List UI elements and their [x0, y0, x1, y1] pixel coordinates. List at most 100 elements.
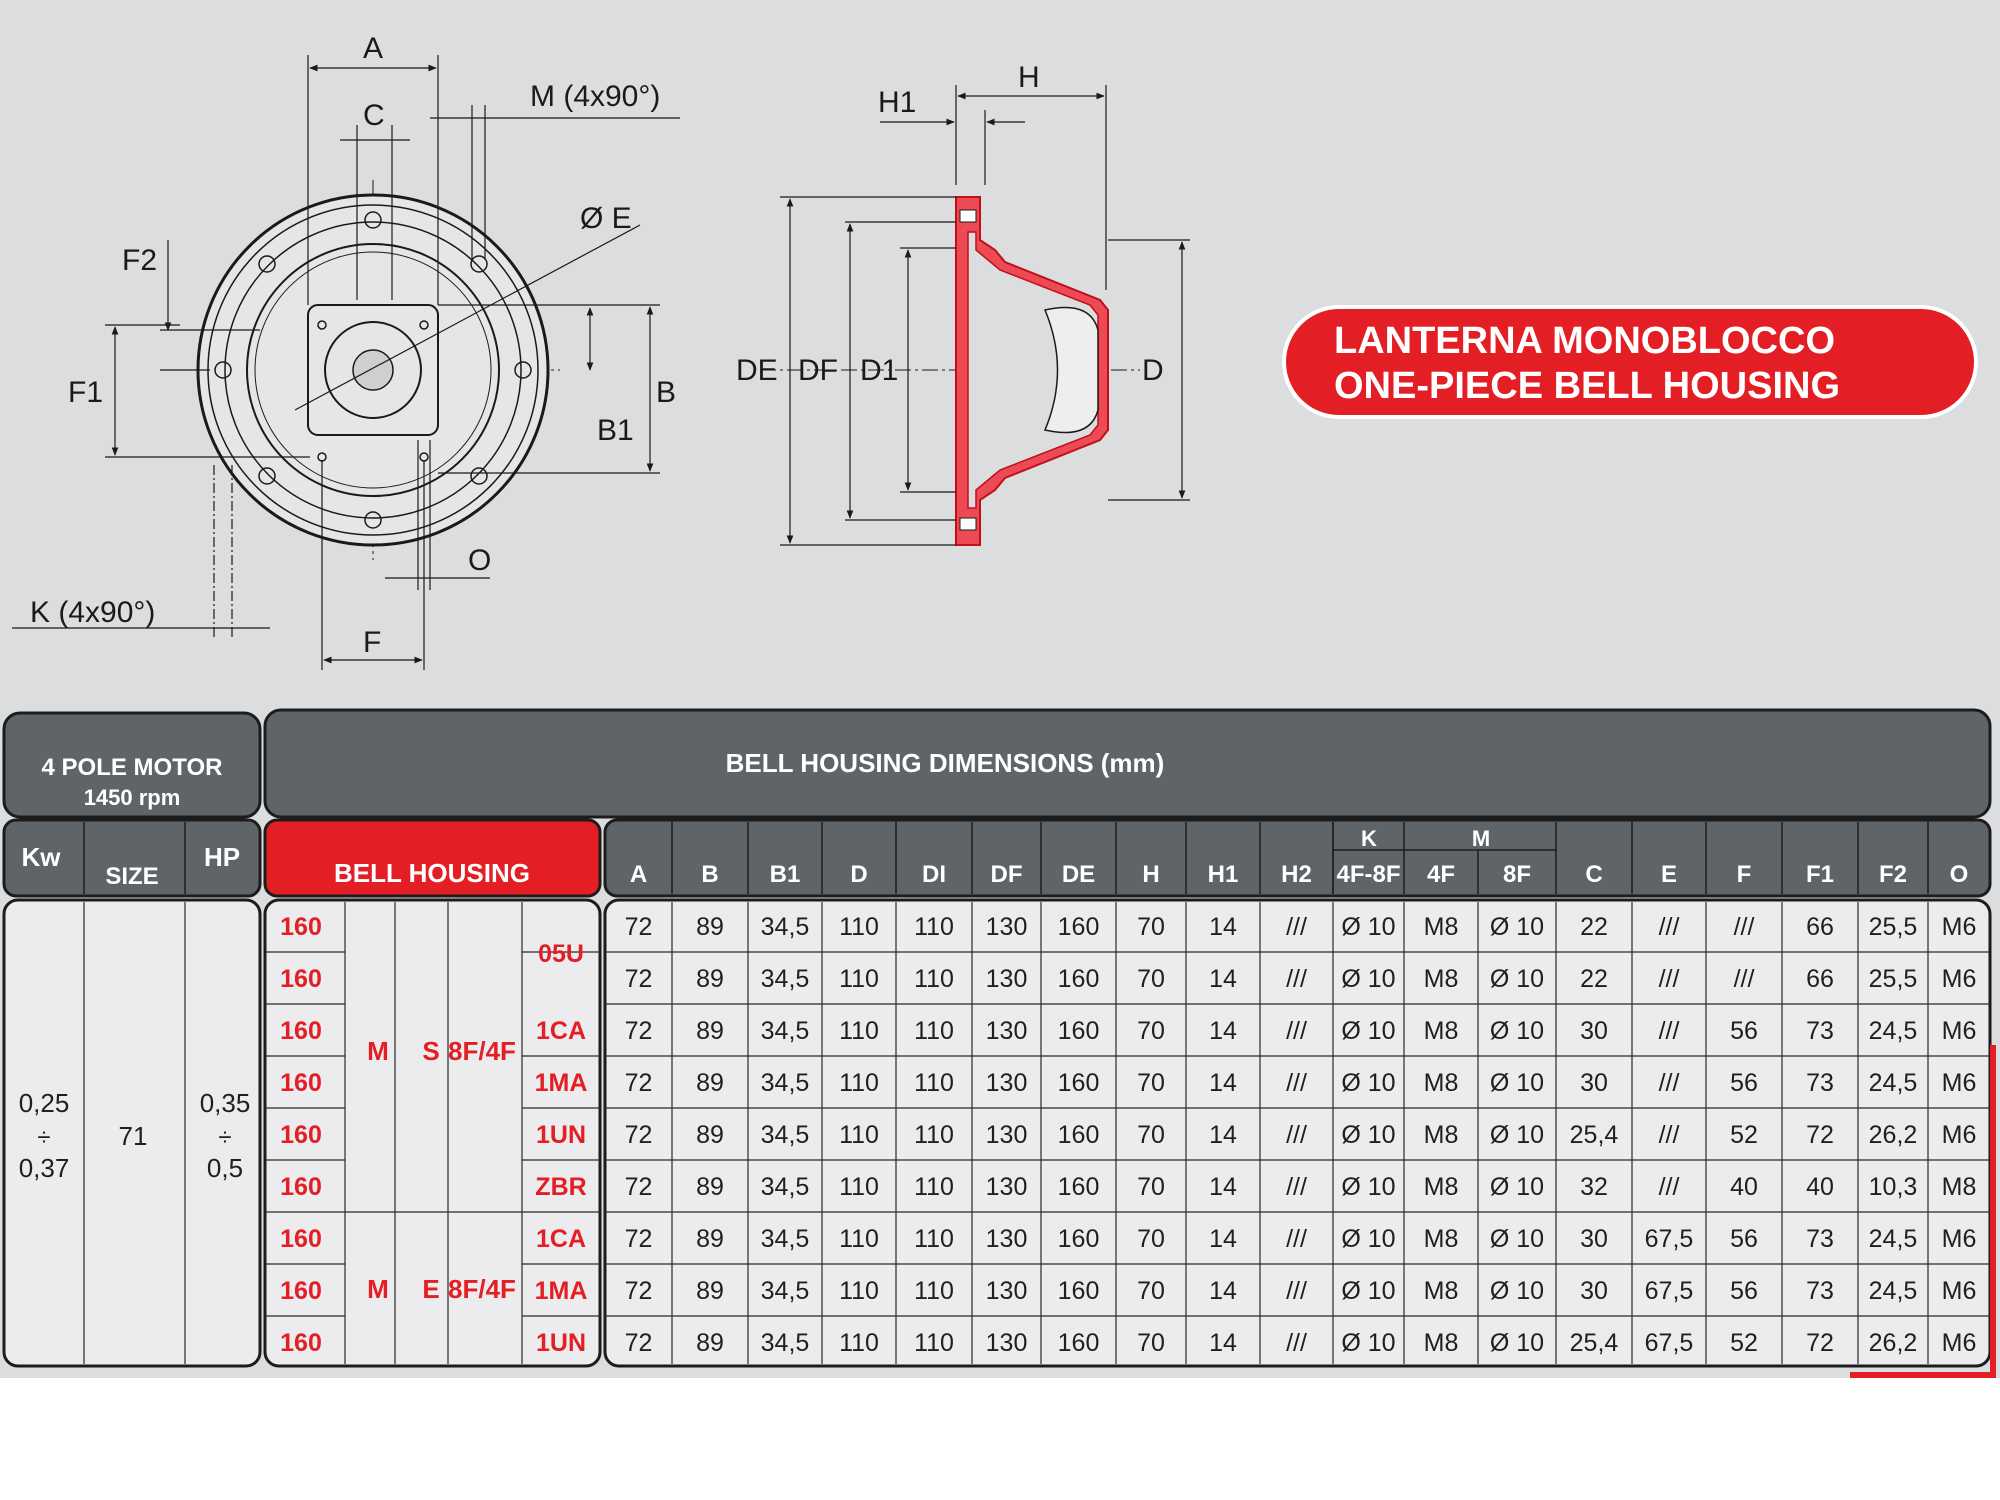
cell-r3-b: 89 — [696, 1017, 724, 1045]
type-code-2: 1CA — [536, 1017, 586, 1045]
cell-r5-e: /// — [1659, 1121, 1680, 1149]
kw-value-1: 0,25 — [19, 1088, 70, 1118]
bell-code-r4: 160 — [280, 1069, 322, 1097]
cell-r6-b: 89 — [696, 1173, 724, 1201]
cell-r3-f: 56 — [1730, 1017, 1758, 1045]
cell-r6-e: /// — [1659, 1173, 1680, 1201]
cell-r2-de: 160 — [1058, 965, 1100, 993]
front-view-drawing — [12, 55, 680, 670]
cell-r2-c: 22 — [1580, 965, 1608, 993]
cell-r6-h2: /// — [1286, 1173, 1307, 1201]
cell-r5-f1: 72 — [1806, 1121, 1834, 1149]
cell-r5-a: 72 — [625, 1121, 653, 1149]
cell-r8-c: 30 — [1580, 1277, 1608, 1305]
title-badge — [1282, 305, 1978, 419]
col-header-df: DF — [991, 861, 1023, 888]
cell-r9-h1: 14 — [1209, 1329, 1237, 1357]
size-value: 71 — [119, 1121, 148, 1151]
cell-r4-f1: 73 — [1806, 1069, 1834, 1097]
cell-r9-4f: M8 — [1424, 1329, 1459, 1357]
cell-r2-8f: Ø 10 — [1490, 965, 1544, 993]
cell-r4-f: 56 — [1730, 1069, 1758, 1097]
cell-r6-4f-8f: Ø 10 — [1341, 1173, 1395, 1201]
cell-r5-f: 52 — [1730, 1121, 1758, 1149]
cell-r4-h2: /// — [1286, 1069, 1307, 1097]
cell-r6-f: 40 — [1730, 1173, 1758, 1201]
cell-r4-di: 110 — [914, 1069, 954, 1097]
group2-m: M — [367, 1274, 389, 1304]
type-code-3: 1MA — [535, 1069, 588, 1097]
cell-r9-h2: /// — [1286, 1329, 1307, 1357]
cell-r5-h: 70 — [1137, 1121, 1165, 1149]
cell-r6-h1: 14 — [1209, 1173, 1237, 1201]
col-header-h1: H1 — [1208, 861, 1239, 888]
col-header-h2: H2 — [1281, 861, 1312, 888]
cell-r8-a: 72 — [625, 1277, 653, 1305]
type-code-5: ZBR — [535, 1173, 586, 1201]
cell-r5-df: 130 — [986, 1121, 1028, 1149]
cell-r9-f1: 72 — [1806, 1329, 1834, 1357]
cell-r7-a: 72 — [625, 1225, 653, 1253]
cell-r4-4f-8f: Ø 10 — [1341, 1069, 1395, 1097]
cell-r8-h2: /// — [1286, 1277, 1307, 1305]
cell-r2-4f: M8 — [1424, 965, 1459, 993]
label-O: O — [468, 544, 491, 577]
cell-r5-f2: 26,2 — [1869, 1121, 1918, 1149]
cell-r2-4f-8f: Ø 10 — [1341, 965, 1395, 993]
type-code-6: 1CA — [536, 1225, 586, 1253]
col-header-de: DE — [1062, 861, 1095, 888]
cell-r1-d: 110 — [839, 913, 879, 941]
cell-r8-b: 89 — [696, 1277, 724, 1305]
col-header-4f: 4F — [1427, 861, 1455, 888]
bell-housing-header-box — [263, 818, 602, 898]
type-code-4: 1UN — [536, 1121, 586, 1149]
cell-r2-h2: /// — [1286, 965, 1307, 993]
cell-r8-4f-8f: Ø 10 — [1341, 1277, 1395, 1305]
cell-r5-4f: M8 — [1424, 1121, 1459, 1149]
cell-r3-h: 70 — [1137, 1017, 1165, 1045]
label-B1: B1 — [597, 414, 634, 447]
cell-r8-h: 70 — [1137, 1277, 1165, 1305]
col-header-a: A — [630, 861, 647, 888]
cell-r9-di: 110 — [914, 1329, 954, 1357]
cell-r8-e: 67,5 — [1645, 1277, 1694, 1305]
cell-r4-a: 72 — [625, 1069, 653, 1097]
col-header-8f: 8F — [1503, 861, 1531, 888]
cell-r5-8f: Ø 10 — [1490, 1121, 1544, 1149]
cell-r9-h: 70 — [1137, 1329, 1165, 1357]
kw-divider: ÷ — [37, 1124, 50, 1151]
cell-r3-e: /// — [1659, 1017, 1680, 1045]
cell-r4-d: 110 — [839, 1069, 879, 1097]
cell-r7-de: 160 — [1058, 1225, 1100, 1253]
cell-r4-b: 89 — [696, 1069, 724, 1097]
cell-r2-h: 70 — [1137, 965, 1165, 993]
cell-r8-b1: 34,5 — [761, 1277, 810, 1305]
group1-s: S — [422, 1036, 439, 1066]
cell-r2-o: M6 — [1942, 965, 1977, 993]
dimensions-table: 4 POLE MOTOR 1450 rpm BELL HOUSING DIMEN… — [2, 708, 1992, 1368]
label-B: B — [656, 376, 676, 409]
cell-r6-f2: 10,3 — [1869, 1173, 1918, 1201]
cell-r1-b1: 34,5 — [761, 913, 810, 941]
cell-r3-df: 130 — [986, 1017, 1028, 1045]
label-D: D — [1142, 354, 1164, 387]
cell-r4-c: 30 — [1580, 1069, 1608, 1097]
cell-r4-df: 130 — [986, 1069, 1028, 1097]
cell-r8-f1: 73 — [1806, 1277, 1834, 1305]
label-H: H — [1018, 61, 1040, 94]
cell-r9-d: 110 — [839, 1329, 879, 1357]
col-kw: Kw — [22, 842, 62, 872]
cell-r8-di: 110 — [914, 1277, 954, 1305]
cell-r2-d: 110 — [839, 965, 879, 993]
cell-r6-a: 72 — [625, 1173, 653, 1201]
cell-r4-e: /// — [1659, 1069, 1680, 1097]
group1-f: 8F/4F — [448, 1036, 516, 1066]
cell-r2-f: /// — [1734, 965, 1755, 993]
cell-r2-df: 130 — [986, 965, 1028, 993]
cell-r7-h2: /// — [1286, 1225, 1307, 1253]
type-code-1: 05U — [538, 940, 584, 968]
cell-r1-a: 72 — [625, 913, 653, 941]
cell-r9-a: 72 — [625, 1329, 653, 1357]
col-header-o: O — [1950, 861, 1969, 888]
cell-r9-8f: Ø 10 — [1490, 1329, 1544, 1357]
